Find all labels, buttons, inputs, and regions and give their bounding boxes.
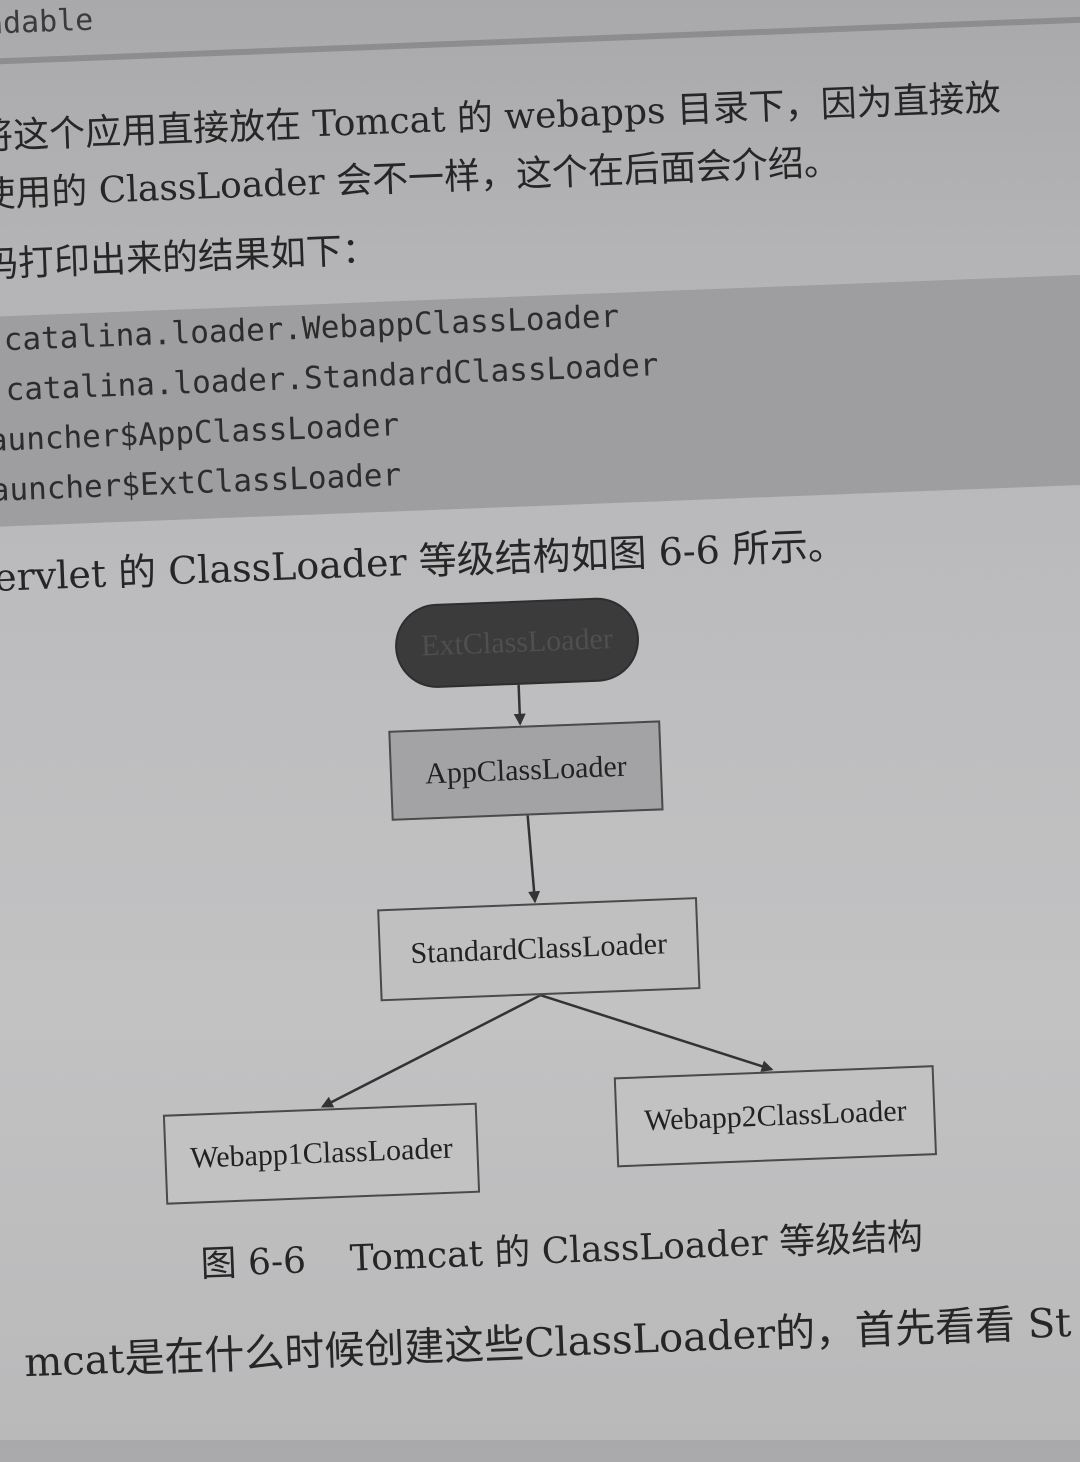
diagram-edges — [320, 684, 774, 1108]
webapp1-classloader-node: Webapp1ClassLoader — [162, 1102, 481, 1205]
classloader-hierarchy-diagram: ExtClassLoader AppClassLoader StandardCl… — [0, 579, 1080, 1260]
paragraph-2: 码打印出来的结果如下： — [0, 229, 379, 287]
edge-ext-to-app — [513, 684, 526, 726]
paragraph-4: mcat是在什么时候创建这些ClassLoader的，首先看看 St — [23, 1300, 1073, 1387]
code-block-bottom-edge — [0, 14, 1080, 67]
paragraph-1-line-2: 使用的 ClassLoader 会不一样，这个在后面会介绍。 — [0, 142, 841, 217]
webapp2-classloader-node: Webapp2ClassLoader — [613, 1065, 937, 1168]
header-fragment: oadable — [0, 2, 94, 43]
edge-standard-to-webapp1 — [320, 994, 542, 1108]
standard-classloader-node: StandardClassLoader — [377, 897, 701, 1002]
code-block: .catalina.loader.WebappClassLoader .cata… — [0, 272, 1080, 529]
ext-classloader-node: ExtClassLoader — [393, 596, 641, 690]
edge-app-to-standard — [526, 815, 541, 904]
paragraph-1: 将这个应用直接放在 Tomcat 的 webapps 目录下，因为直接放 使用的… — [0, 70, 1004, 225]
paragraph-1-line-1: 将这个应用直接放在 Tomcat 的 webapps 目录下，因为直接放 — [0, 77, 1002, 159]
app-classloader-node: AppClassLoader — [388, 720, 664, 821]
code-line: auncher$ExtClassLoader — [0, 457, 402, 509]
figure-caption-text: Tomcat 的 ClassLoader 等级结构 — [349, 1216, 924, 1280]
figure-number: 图 6-6 — [199, 1240, 307, 1286]
code-line: auncher$AppClassLoader — [0, 407, 400, 459]
edge-standard-to-webapp2 — [540, 993, 774, 1073]
code-line: .catalina.loader.WebappClassLoader — [0, 298, 620, 360]
code-line: .catalina.loader.StandardClassLoader — [0, 347, 660, 409]
